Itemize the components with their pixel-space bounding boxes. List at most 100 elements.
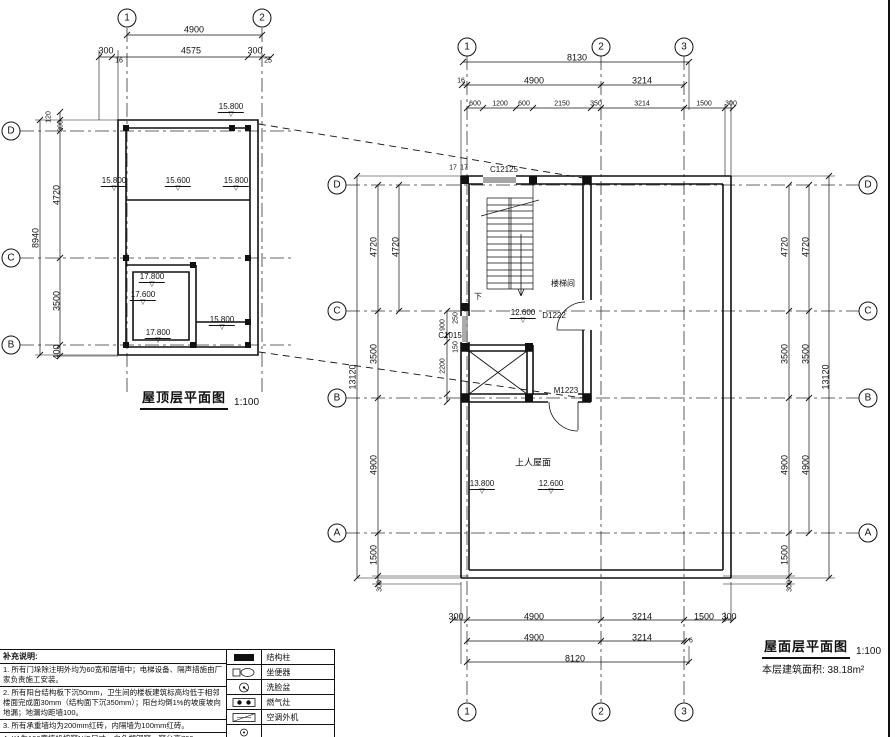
left-figure-scale: 1:100 bbox=[234, 397, 260, 408]
dimension-label: 300 bbox=[98, 45, 114, 56]
washbasin-icon bbox=[227, 680, 263, 694]
axis-bubble-2: 2 bbox=[591, 37, 611, 57]
dimension-label: 6 bbox=[689, 637, 693, 645]
dimension-label: 3214 bbox=[634, 100, 650, 108]
elevation-marker: 15.600▽ bbox=[164, 176, 192, 192]
dimension-label: 1500 bbox=[696, 100, 712, 108]
elevation-marker: 13.800▽ bbox=[468, 479, 496, 495]
axis-bubble-B: B bbox=[858, 388, 878, 408]
dimension-label: 4900 bbox=[368, 454, 379, 476]
dimension-label: 3214 bbox=[631, 632, 653, 643]
right-figure-title-text: 屋面层平面图 bbox=[762, 636, 851, 659]
dimension-label: 4720 bbox=[368, 236, 379, 258]
dimension-label: 4900 bbox=[183, 24, 205, 35]
dimension-label: 3214 bbox=[631, 611, 653, 622]
axis-bubble-D: D bbox=[1, 121, 21, 141]
rainwater-pipe-icon bbox=[227, 725, 263, 737]
dimension-label: 4575 bbox=[180, 45, 202, 56]
right-figure-title: 屋面层平面图 1:100 bbox=[762, 636, 881, 659]
structural-column-icon bbox=[227, 650, 263, 664]
dimension-label: 2200 bbox=[439, 358, 447, 374]
dimension-label: 3500 bbox=[800, 343, 811, 365]
dimension-label: 4720 bbox=[51, 184, 62, 206]
opening-tag: C12125 bbox=[489, 165, 519, 174]
dimension-label: 350 bbox=[590, 100, 602, 108]
note-item: 3. 所有承重墙均为200mm红砖，内隔墙为100mm红砖。 bbox=[0, 720, 227, 733]
dimension-label: 300 bbox=[725, 100, 737, 108]
legend-column: 结构柱坐便器洗脸盆燃气灶空调外机 bbox=[227, 650, 334, 737]
dimension-label: 4720 bbox=[779, 236, 790, 258]
axis-bubble-B: B bbox=[1, 335, 21, 355]
dimension-label: 17 bbox=[460, 164, 468, 172]
dimension-label: 300 bbox=[376, 580, 384, 592]
notes-title: 补充说明: bbox=[0, 650, 227, 664]
dimension-label: 1200 bbox=[492, 100, 508, 108]
legend-item bbox=[227, 725, 334, 737]
gas-stove-icon bbox=[227, 695, 263, 709]
elevation-marker: 15.800▽ bbox=[100, 176, 128, 192]
room-label: 下 bbox=[474, 292, 482, 301]
axis-bubble-B: B bbox=[327, 388, 347, 408]
axis-bubble-2: 2 bbox=[591, 702, 611, 722]
dimension-label: 600 bbox=[469, 100, 481, 108]
dimension-label: 300 bbox=[721, 611, 737, 622]
notes-column: 补充说明: 1. 所有门垛除注明外均为60宽和居墙中；电梯设备、隔声措施由厂家负… bbox=[0, 650, 228, 737]
elevation-marker: 15.800▽ bbox=[208, 315, 236, 331]
dimension-label: 3214 bbox=[631, 75, 653, 86]
dimension-label: 4720 bbox=[390, 236, 401, 258]
dimension-label: 4900 bbox=[523, 611, 545, 622]
legend-item: 坐便器 bbox=[227, 665, 334, 680]
dimension-label: 1500 bbox=[693, 611, 715, 622]
axis-bubble-3: 3 bbox=[674, 37, 694, 57]
legend-item: 空调外机 bbox=[227, 710, 334, 725]
opening-tag: D1222 bbox=[542, 311, 566, 320]
dimension-lines bbox=[39, 34, 830, 663]
dimension-label: 1500 bbox=[368, 544, 379, 566]
room-label: 上人屋面 bbox=[514, 457, 552, 468]
notes-list: 1. 所有门垛除注明外均为60宽和居墙中；电梯设备、隔声措施由厂家负责施工安装。… bbox=[0, 664, 227, 737]
note-item: 4. K1为100宽墙垛按窗N/C尺寸，白色塑钢窗，窗台高700mm。 bbox=[0, 733, 226, 737]
dimension-label: 2150 bbox=[554, 100, 570, 108]
legend-label bbox=[262, 725, 334, 737]
dimension-label: 3500 bbox=[51, 290, 62, 312]
stair-direction-arrow bbox=[517, 234, 525, 297]
stair-treads bbox=[486, 184, 534, 290]
dimension-label: 16 bbox=[115, 57, 123, 65]
structural-columns bbox=[123, 125, 591, 402]
dimension-label: 4900 bbox=[523, 75, 545, 86]
note-item: 2. 所有阳台结构板下沉50mm，卫生间的楼板建筑标高均低于相邻楼面完成面30m… bbox=[0, 687, 227, 720]
elevator-shaft-cross bbox=[468, 350, 528, 395]
axis-bubble-D: D bbox=[327, 175, 347, 195]
opening-tag: C1015 bbox=[438, 331, 462, 340]
floor-area-text: 本层建筑面积: 38.18m² bbox=[762, 665, 865, 676]
dimension-label: 150 bbox=[452, 341, 460, 353]
legend-label: 空调外机 bbox=[266, 712, 299, 722]
note-item: 1. 所有门垛除注明外均为60宽和居墙中；电梯设备、隔声措施由厂家负责施工安装。 bbox=[0, 664, 227, 687]
elevation-marker: 17.800▽ bbox=[138, 272, 166, 288]
dimension-label: 3500 bbox=[779, 343, 790, 365]
dimension-label: 3500 bbox=[368, 343, 379, 365]
ac-outdoor-unit-icon bbox=[227, 710, 263, 724]
dimension-label: 300 bbox=[57, 120, 65, 132]
dimension-label: 400 bbox=[51, 344, 62, 360]
room-label: 楼梯间 bbox=[551, 279, 575, 288]
legend-item: 结构柱 bbox=[227, 650, 334, 665]
dimension-label: 13120 bbox=[347, 364, 358, 390]
dimension-label: 250 bbox=[452, 312, 460, 324]
extension-lines bbox=[35, 50, 835, 664]
elevation-marker: 12.600▽ bbox=[509, 308, 537, 324]
opening-tag: M1223 bbox=[553, 386, 579, 395]
door-swings bbox=[548, 301, 586, 432]
legend-label: 坐便器 bbox=[266, 667, 291, 677]
elevation-marker: 15.800▽ bbox=[217, 102, 245, 118]
elevation-marker: 12.600▽ bbox=[537, 479, 565, 495]
elevation-marker: 15.800▽ bbox=[222, 176, 250, 192]
notes-block: 补充说明: 1. 所有门垛除注明外均为60宽和居墙中；电梯设备、隔声措施由厂家负… bbox=[0, 649, 335, 737]
legend-label: 结构柱 bbox=[266, 652, 291, 662]
right-figure-scale: 1:100 bbox=[856, 646, 882, 657]
stair-break-line bbox=[480, 199, 540, 217]
legend-label: 洗脸盆 bbox=[266, 682, 291, 692]
dimension-label: 25 bbox=[264, 57, 272, 65]
